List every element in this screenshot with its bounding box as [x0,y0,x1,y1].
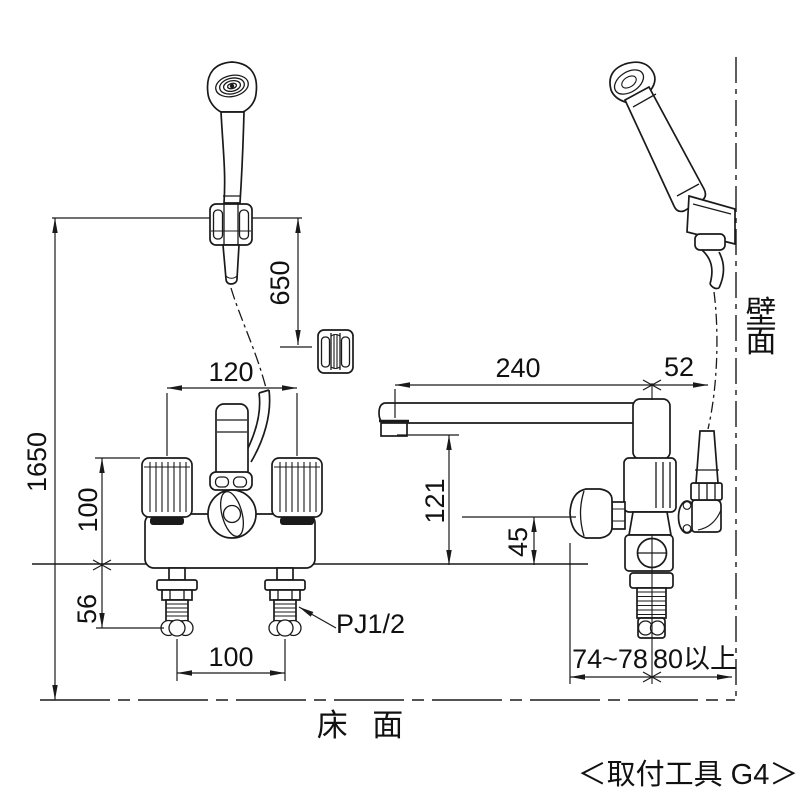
left-handle [141,457,193,525]
side-holder-lower [694,233,726,251]
valve-grip-lines [655,462,671,508]
holder-channel [223,204,239,245]
left-handle-base [150,517,184,525]
front-view [141,61,354,637]
right-inlet-leg [264,567,306,637]
side-view [378,61,736,639]
diverter-column [215,403,249,481]
shower-face-rings [215,74,249,98]
holder-left-wing [212,209,224,240]
faucet-side [378,398,723,639]
dim-text-52: 52 [664,352,694,382]
spout-pipe [378,402,653,424]
valve-body-side [623,457,677,513]
right-handle-base [280,517,314,525]
tool-note: ＜取付工具 G4＞ [578,758,799,791]
dimension-labels: 1650 650 120 100 56 100 PJ1/2 240 52 121… [22,260,737,674]
hand-shower-front [206,61,258,204]
diverter-lever [220,490,244,538]
hose-connector-taper [695,430,719,484]
shower-holder-front [209,203,253,285]
pj-leader-line [298,606,337,629]
dimension-lines [52,218,732,700]
dim-text-80min: 80以上 [653,644,737,674]
dim-text-45: 45 [503,527,533,557]
dim-text-100-height: 100 [73,487,103,532]
column-band [217,419,247,433]
shower-hose-phantom-curve [230,287,267,389]
hose-elbow [691,499,722,533]
dim-text-120: 120 [208,357,253,387]
diverter-center [222,504,242,524]
shower-handle-body [220,111,245,204]
dim-text-100-pitch: 100 [208,642,253,672]
hose-stub-opening [225,275,238,279]
column-flange [209,471,253,491]
flange-slot-left [214,476,230,488]
faucet-front [141,403,323,637]
handle-knob-side [569,488,613,539]
ext-lines-120 [166,393,298,456]
dim-text-650: 650 [265,260,295,305]
dim-text-240: 240 [495,353,540,383]
knob-stem [611,501,626,530]
dim-text-1650: 1650 [22,432,52,492]
dim-text-121: 121 [420,478,450,523]
side-holder-wedge [686,194,736,246]
thread-label: PJ1/2 [336,609,405,639]
ext-lines-100-pitch [176,639,286,681]
diverter-knob [207,489,257,539]
hose-stub [222,244,240,285]
side-hose-phantom [707,291,718,430]
riser-column [632,398,671,460]
wall-label-char1: 壁 [746,295,777,330]
annotation-labels: 床 面 壁 面 ＜取付工具 G4＞ [317,295,799,791]
holder-right-wing [238,209,250,240]
left-inlet-leg [156,567,198,637]
valve-neck [627,511,673,536]
right-handle [271,457,323,525]
wall-hook-bracket [317,329,354,374]
spout-outlet [380,422,408,437]
dim-text-74-78: 74~78 [572,644,648,674]
hand-shower-side [609,61,736,290]
side-hose-top [701,249,725,290]
wall-label-char2: 面 [746,324,777,359]
flange-slot-right [232,476,248,488]
dim-text-56: 56 [72,594,102,624]
floor-label: 床 面 [317,708,412,743]
